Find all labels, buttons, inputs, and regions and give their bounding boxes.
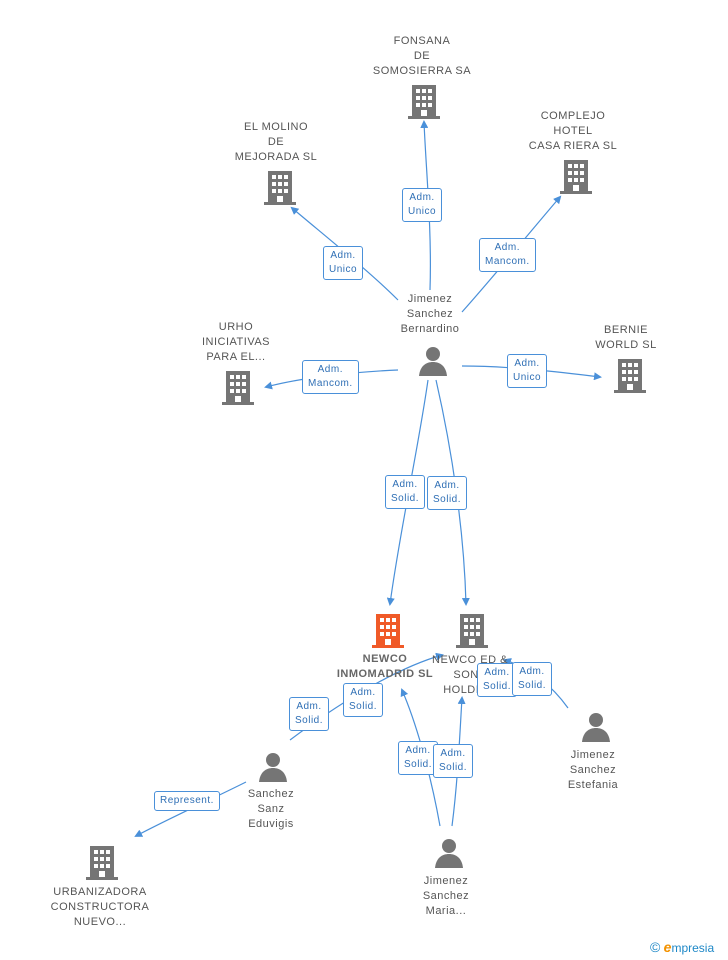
- company-label-bernie[interactable]: BERNIE WORLD SL: [595, 324, 657, 351]
- company-label-complejo[interactable]: COMPLEJO HOTEL CASA RIERA SL: [528, 110, 618, 152]
- building-icon[interactable]: [222, 371, 254, 405]
- building-icon[interactable]: [614, 359, 646, 393]
- role-badge-maria-1[interactable]: Adm. Solid.: [398, 741, 439, 775]
- role-badge-bernardino-newco-ed[interactable]: Adm. Solid.: [427, 476, 468, 510]
- person-label-bernardino[interactable]: Jimenez Sanchez Bernardino: [400, 293, 460, 335]
- role-badge-bernie[interactable]: Adm. Unico: [507, 354, 548, 388]
- role-badge-complejo[interactable]: Adm. Mancom.: [479, 238, 536, 272]
- brand-logo[interactable]: © empresia: [650, 939, 714, 955]
- building-icon-highlighted[interactable]: [372, 614, 404, 648]
- role-badge-molino[interactable]: Adm. Unico: [323, 246, 364, 280]
- role-badge-maria-2[interactable]: Adm. Solid.: [433, 744, 474, 778]
- company-label-urho[interactable]: URHO INICIATIVAS PARA EL...: [201, 321, 271, 363]
- person-icon[interactable]: [434, 838, 464, 868]
- role-badge-urho[interactable]: Adm. Mancom.: [302, 360, 359, 394]
- role-badge-eduvigis-newco-inmo[interactable]: Adm. Solid.: [289, 697, 330, 731]
- role-badge-fonsana[interactable]: Adm. Unico: [402, 188, 443, 222]
- building-icon[interactable]: [264, 171, 296, 205]
- company-label-newco-inmo[interactable]: NEWCO INMOMADRID SL: [336, 653, 434, 680]
- building-icon[interactable]: [86, 846, 118, 880]
- person-label-estefania[interactable]: Jimenez Sanchez Estefania: [567, 749, 619, 791]
- brand-name: mpresia: [671, 941, 715, 955]
- company-label-molino[interactable]: EL MOLINO DE MEJORADA SL: [234, 121, 318, 163]
- company-label-fonsana[interactable]: FONSANA DE SOMOSIERRA SA: [372, 35, 472, 77]
- company-label-urbanizadora[interactable]: URBANIZADORA CONSTRUCTORA NUEVO...: [50, 886, 150, 928]
- building-icon[interactable]: [456, 614, 488, 648]
- role-badge-represent[interactable]: Represent.: [154, 791, 220, 811]
- person-icon[interactable]: [418, 346, 448, 376]
- role-badge-estefania-1[interactable]: Adm. Solid.: [477, 663, 518, 697]
- role-badge-bernardino-newco-inmo[interactable]: Adm. Solid.: [385, 475, 426, 509]
- person-icon[interactable]: [258, 752, 288, 782]
- person-label-eduvigis[interactable]: Sanchez Sanz Eduvigis: [247, 788, 295, 830]
- brand-e: e: [663, 939, 672, 955]
- role-badge-estefania-2[interactable]: Adm. Solid.: [512, 662, 553, 696]
- building-icon[interactable]: [560, 160, 592, 194]
- building-icon[interactable]: [408, 85, 440, 119]
- person-icon[interactable]: [581, 712, 611, 742]
- copyright-symbol: ©: [650, 939, 661, 955]
- person-label-maria[interactable]: Jimenez Sanchez Maria...: [422, 875, 470, 917]
- role-badge-eduvigis-newco-inmo-2[interactable]: Adm. Solid.: [343, 683, 384, 717]
